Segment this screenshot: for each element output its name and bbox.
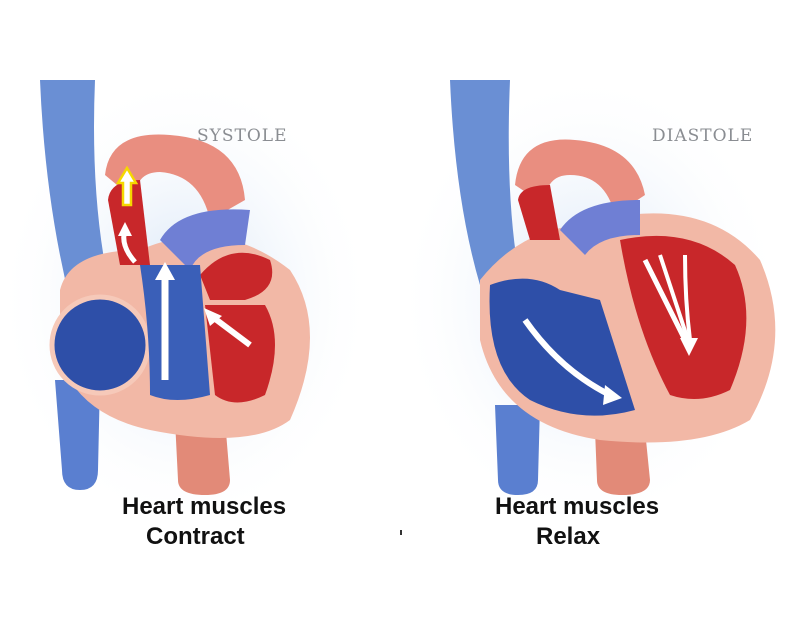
systole-caption-line2: Contract [146, 523, 245, 550]
systole-panel: SYSTOLE Heart muscles Contract [0, 70, 375, 550]
superior-vena-cava [40, 80, 110, 300]
inferior-vena-cava [55, 380, 100, 490]
systole-label: SYSTOLE [197, 126, 288, 146]
aortic-arch [515, 139, 645, 215]
diastole-heart-illustration [400, 70, 785, 530]
left-atrium [200, 252, 273, 300]
pulmonary-artery [160, 209, 250, 270]
aorta-root [108, 180, 150, 265]
flow-arrowhead-rv [603, 385, 622, 405]
aortic-arch [105, 134, 245, 220]
stray-mark [400, 530, 402, 535]
pulmonary-artery [560, 200, 640, 255]
flow-arrowhead-lv [680, 338, 698, 356]
diastole-label: DIASTOLE [652, 126, 754, 146]
flow-arrow-lv-2 [658, 254, 690, 341]
aorta-root [518, 185, 560, 240]
right-atrium [49, 294, 151, 396]
left-ventricle [205, 305, 275, 403]
flow-arrowhead-pulmonary [155, 262, 175, 280]
diastole-caption-line1: Heart muscles [495, 493, 660, 520]
right-ventricle [140, 265, 210, 400]
flow-arrow-lv-1 [642, 258, 688, 342]
diastole-caption-line2: Relax [536, 523, 601, 550]
descending-aorta [175, 420, 230, 495]
flow-arrowhead-aortic [118, 222, 132, 236]
systole-heart-illustration [0, 70, 375, 530]
flow-arrowhead-lv [204, 308, 222, 326]
highlight-arrow [115, 165, 139, 207]
flow-arrow-lv-3 [683, 254, 692, 341]
descending-aorta [595, 430, 650, 495]
flow-arrow-rv [522, 318, 612, 398]
superior-vena-cava [450, 80, 520, 285]
right-ventricle [489, 278, 635, 416]
systole-caption-line1: Heart muscles [122, 493, 287, 520]
inferior-vena-cava [495, 405, 540, 495]
diastole-panel: DIASTOLE Heart muscles Relax [400, 0, 800, 621]
